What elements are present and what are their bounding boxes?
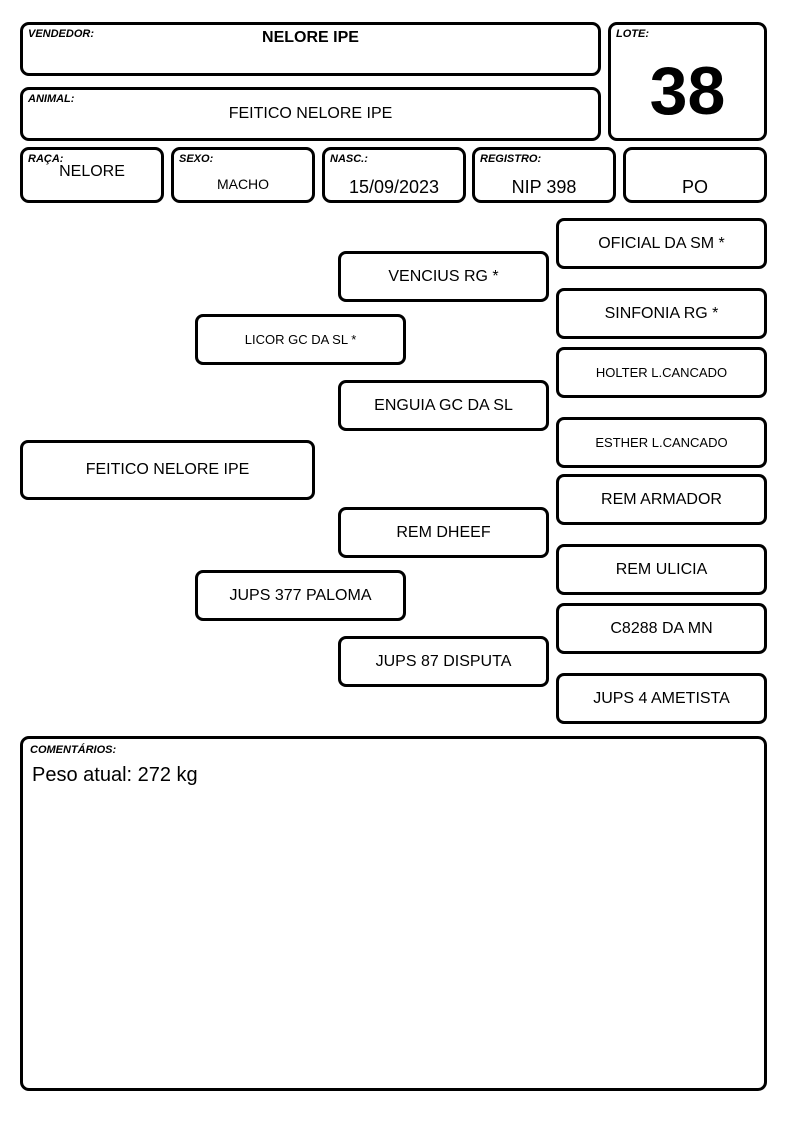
pedigree-ggp-3: HOLTER L.CANCADO — [556, 347, 767, 398]
pedigree-sire-dam: ENGUIA GC DA SL — [338, 380, 549, 431]
registro-value: NIP 398 — [511, 177, 577, 197]
lote-box: LOTE: 38 — [608, 22, 767, 141]
categoria-value: PO — [681, 177, 708, 197]
vendedor-label: VENDEDOR: — [28, 28, 95, 40]
pedigree-ggp-5: REM ARMADOR — [556, 474, 767, 525]
pedigree-dam: JUPS 377 PALOMA — [195, 570, 406, 621]
nasc-label: NASC.: — [330, 153, 368, 165]
pedigree-ggp-6: REM ULICIA — [556, 544, 767, 595]
comments-label: COMENTÁRIOS: — [30, 744, 117, 756]
pedigree-ggp-1: OFICIAL DA SM * — [556, 218, 767, 269]
pedigree-ggp-2: SINFONIA RG * — [556, 288, 767, 339]
pedigree-dam-dam: JUPS 87 DISPUTA — [338, 636, 549, 687]
pedigree-sire: LICOR GC DA SL * — [195, 314, 406, 365]
raca-value: NELORE — [59, 163, 125, 180]
animal-box: ANIMAL: FEITICO NELORE IPE — [20, 87, 601, 141]
pedigree-ggp-4: ESTHER L.CANCADO — [556, 417, 767, 468]
categoria-box: PO — [623, 147, 767, 203]
vendedor-box: VENDEDOR: NELORE IPE — [20, 22, 601, 76]
sexo-label: SEXO: — [179, 153, 214, 165]
sexo-value: MACHO — [216, 176, 270, 192]
comments-box: COMENTÁRIOS: Peso atual: 272 kg — [20, 736, 767, 1091]
vendedor-value: NELORE IPE — [262, 29, 359, 46]
pedigree-ggp-8: JUPS 4 AMETISTA — [556, 673, 767, 724]
animal-label: ANIMAL: — [28, 93, 75, 105]
animal-value: FEITICO NELORE IPE — [228, 105, 393, 122]
nasc-box: NASC.: 15/09/2023 — [322, 147, 466, 203]
lote-number: 38 — [649, 53, 726, 129]
sexo-box: SEXO: MACHO — [171, 147, 315, 203]
registro-box: REGISTRO: NIP 398 — [472, 147, 616, 203]
raca-box: RAÇA: NELORE — [20, 147, 164, 203]
nasc-value: 15/09/2023 — [348, 177, 440, 197]
pedigree-sire-sire: VENCIUS RG * — [338, 251, 549, 302]
raca-label: RAÇA: — [28, 153, 64, 165]
pedigree-dam-sire: REM DHEEF — [338, 507, 549, 558]
comments-text: Peso atual: 272 kg — [32, 764, 198, 786]
pedigree-animal: FEITICO NELORE IPE — [20, 440, 315, 500]
pedigree-ggp-7: C8288 DA MN — [556, 603, 767, 654]
lote-label: LOTE: — [616, 28, 649, 40]
registro-label: REGISTRO: — [480, 153, 542, 165]
